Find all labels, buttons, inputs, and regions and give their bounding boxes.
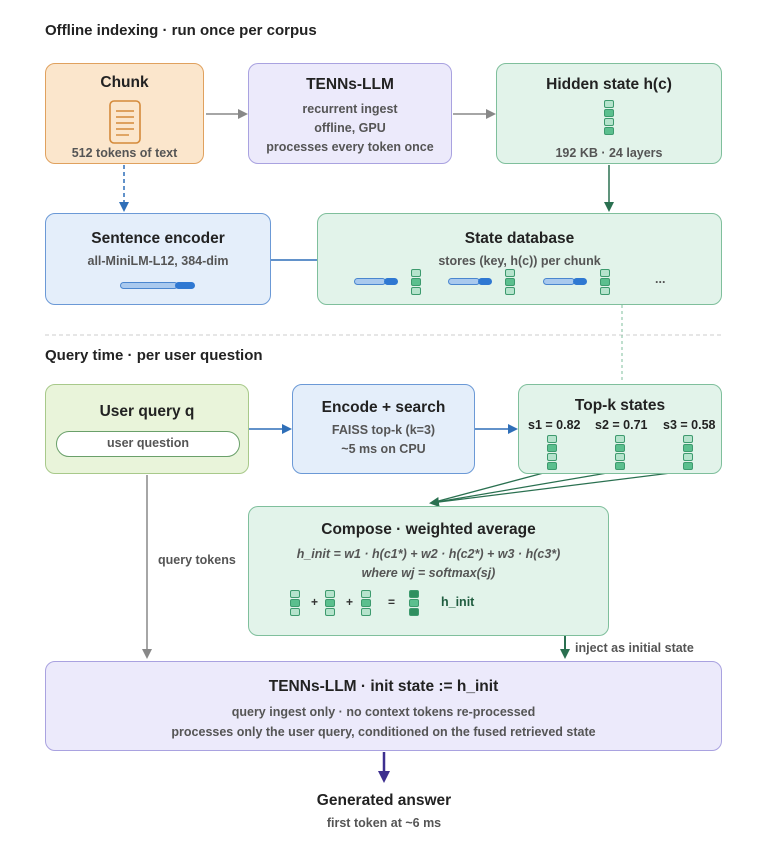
compose-state-icon [325,590,335,617]
tenns-offline-box: TENNs-LLM recurrent ingest offline, GPU … [248,63,452,164]
hidden-state-title: Hidden state h(c) [546,76,672,93]
topk-state-icon [615,435,625,471]
encode-search-title: Encode + search [321,399,446,416]
db-key-icon [448,278,480,285]
answer-title: Generated answer [316,792,452,809]
compose-formula-weights: where wj = softmax(sj) [361,566,496,580]
inject-label: inject as initial state [575,641,694,655]
encode-search-line: FAISS top-k (k=3) [331,423,436,437]
chunk-subtitle: 512 tokens of text [71,146,178,160]
h-init-label: h_init [441,595,475,609]
chunk-title: Chunk [100,74,149,91]
db-key-icon [354,278,386,285]
compose-formula: h_init = w1 · h(c1*) + w2 · h(c2*) + w3 … [296,547,561,561]
chunk-box: Chunk 512 tokens of text [45,63,204,164]
arrow-s2-to-compose [430,470,620,504]
arrow-s3-to-compose [429,470,688,507]
user-question-input[interactable]: user question [56,431,240,457]
section-title-query: Query time · per user question [45,347,263,364]
state-database-box: State database stores (key, h(c)) per ch… [317,213,722,305]
compose-title: Compose · weighted average [321,521,536,538]
compose-state-icon [290,590,300,617]
tenns-init-line: processes only the user query, condition… [171,725,596,739]
topk-score: s2 = 0.71 [595,418,648,432]
db-state-icon [411,269,421,296]
db-state-icon [600,269,610,296]
state-stack-icon [604,100,614,136]
plus-sign: + [311,595,319,609]
plus-sign: + [346,595,354,609]
answer-subtitle: first token at ~6 ms [326,816,442,830]
topk-score: s3 = 0.58 [663,418,716,432]
tenns-offline-line: recurrent ingest [302,102,398,116]
tenns-offline-line: processes every token once [266,140,434,154]
db-state-icon [505,269,515,296]
compose-box: Compose · weighted average h_init = w1 ·… [248,506,609,636]
topk-title: Top-k states [574,397,666,414]
db-key-icon [543,278,575,285]
sentence-encoder-title: Sentence encoder [91,230,225,247]
sentence-encoder-subtitle: all-MiniLM-L12, 384-dim [87,254,229,268]
equals-sign: = [388,595,396,609]
tenns-init-box: TENNs-LLM · init state := h_init query i… [45,661,722,751]
document-icon [109,100,141,144]
hidden-state-box: Hidden state h(c) 192 KB · 24 layers [496,63,722,164]
h-init-state-icon [409,590,419,617]
topk-state-icon [547,435,557,471]
user-query-box: User query q user question [45,384,249,474]
hidden-state-subtitle: 192 KB · 24 layers [555,146,663,160]
section-title-offline: Offline indexing · run once per corpus [45,22,317,39]
state-database-subtitle: stores (key, h(c)) per chunk [438,254,601,268]
topk-score: s1 = 0.82 [528,418,581,432]
embedding-bar-end [175,282,195,289]
state-database-title: State database [464,230,575,247]
query-tokens-label: query tokens [158,553,236,567]
tenns-init-line: query ingest only · no context tokens re… [231,705,536,719]
encode-search-line: ~5 ms on CPU [341,442,426,456]
tenns-offline-title: TENNs-LLM [306,76,394,93]
tenns-offline-line: offline, GPU [314,121,386,135]
sentence-encoder-box: Sentence encoder all-MiniLM-L12, 384-dim [45,213,271,305]
topk-state-icon [683,435,693,471]
db-ellipsis: ... [655,272,666,286]
arrow-s1-to-compose [430,470,552,504]
compose-state-icon [361,590,371,617]
tenns-init-title: TENNs-LLM · init state := h_init [268,678,499,695]
db-key-end [478,278,492,285]
embedding-bar-icon [120,282,178,289]
user-query-title: User query q [99,403,195,420]
topk-states-box: Top-k states s1 = 0.82 s2 = 0.71 s3 = 0.… [518,384,722,474]
db-key-end [573,278,587,285]
db-key-end [384,278,398,285]
encode-search-box: Encode + search FAISS top-k (k=3) ~5 ms … [292,384,475,474]
